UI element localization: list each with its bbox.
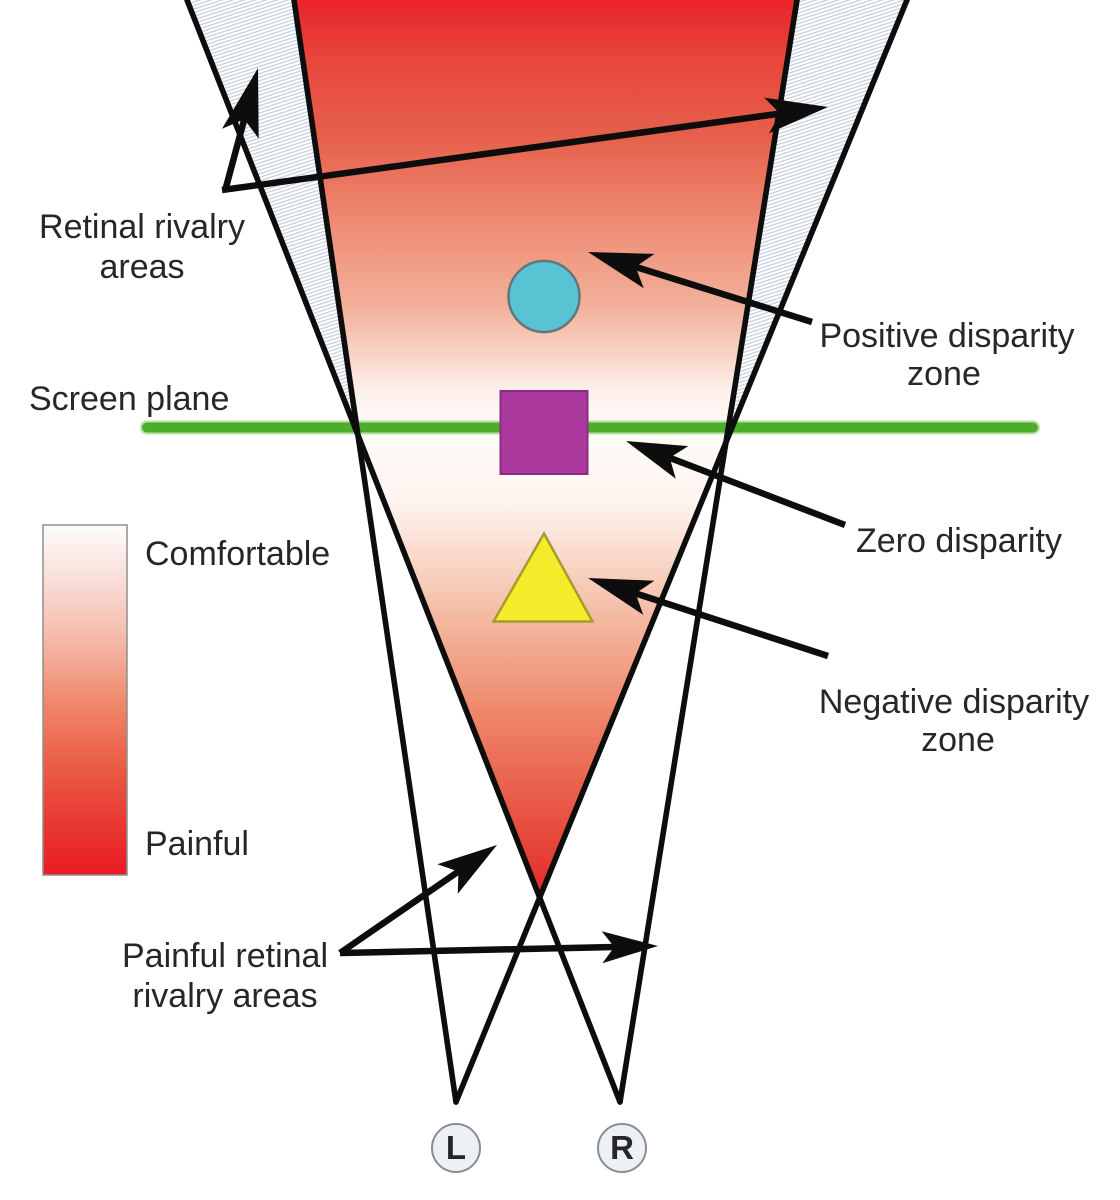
svg-text:Painful retinal: Painful retinal	[122, 937, 328, 975]
svg-text:Retinal rivalry: Retinal rivalry	[39, 208, 245, 246]
svg-text:Comfortable: Comfortable	[145, 535, 330, 573]
svg-text:zone: zone	[921, 721, 995, 759]
svg-text:areas: areas	[99, 248, 184, 286]
svg-text:zone: zone	[907, 355, 981, 393]
svg-text:Positive disparity: Positive disparity	[819, 317, 1074, 355]
svg-text:L: L	[446, 1129, 466, 1166]
svg-text:rivalry areas: rivalry areas	[132, 977, 317, 1015]
svg-text:Negative disparity: Negative disparity	[819, 683, 1089, 721]
svg-text:R: R	[610, 1129, 634, 1166]
svg-text:Zero disparity: Zero disparity	[856, 522, 1062, 560]
svg-text:Painful: Painful	[145, 825, 249, 863]
svg-text:Screen plane: Screen plane	[29, 380, 229, 418]
